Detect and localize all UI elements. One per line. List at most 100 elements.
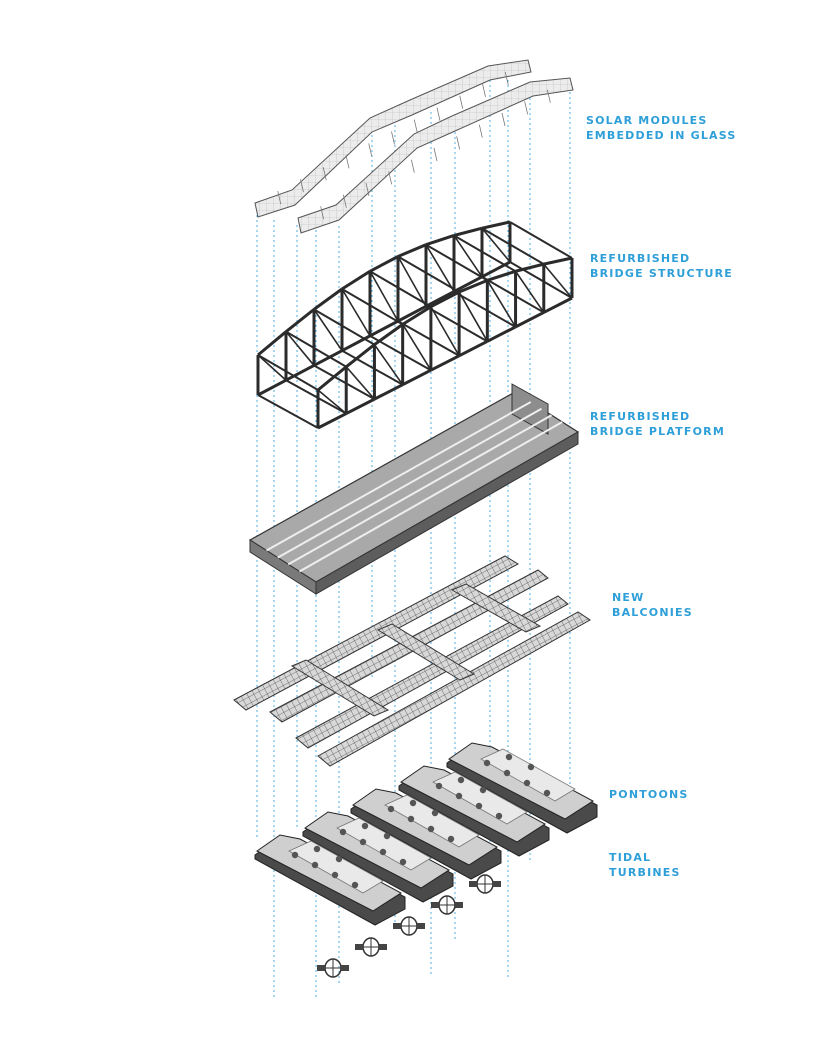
solar-divider (459, 95, 464, 109)
pontoon-bollard (387, 805, 395, 813)
solar-divider (368, 143, 373, 157)
truss-diagonal (285, 331, 315, 366)
pontoon-bollard (359, 838, 367, 846)
truss-chord (430, 290, 460, 309)
truss-crossbeam (425, 305, 488, 343)
solar-panel-dividers (277, 71, 551, 220)
truss-diagonal (369, 270, 399, 322)
truss-crossbeam (453, 290, 517, 328)
truss-chord (397, 243, 427, 258)
solar-strip-front (297, 77, 574, 234)
solar-divider (546, 89, 551, 103)
platform-rail (266, 401, 532, 552)
solar-divider (322, 167, 327, 181)
pontoon-bollard (331, 871, 339, 879)
pontoon-hatch (432, 771, 528, 825)
truss-chord (341, 270, 371, 291)
truss-diagonal (486, 279, 517, 328)
balconies-layer (233, 555, 591, 767)
pontoon-hatch (384, 794, 480, 848)
truss-crossbeam (397, 255, 460, 293)
solar-divider (433, 147, 438, 162)
pontoon-hatch (480, 748, 576, 802)
pontoon-bollard (379, 848, 387, 856)
truss-diagonal (430, 306, 460, 357)
truss-diagonal (543, 263, 573, 299)
pontoon-hatch (336, 817, 432, 871)
pontoon-bollard (431, 809, 439, 817)
solar-divider (410, 159, 415, 173)
pontoon-bollard (339, 828, 347, 836)
turbine-hub (431, 902, 439, 908)
tidal-turbine (393, 916, 425, 936)
truss-chord (543, 256, 573, 266)
solar-divider (456, 136, 461, 150)
solar-divider (277, 190, 282, 205)
truss-diagonal (345, 366, 376, 400)
pontoon-bollard (409, 799, 417, 807)
bridge-structure-layer (256, 220, 574, 430)
truss-chord (425, 290, 455, 308)
turbine-hub (317, 965, 325, 971)
solar-divider (391, 131, 395, 145)
turbine-hub (379, 944, 387, 950)
truss-diagonal (458, 291, 489, 342)
turbine-hub (341, 965, 349, 971)
pontoon-bollard (291, 851, 299, 859)
pontoon-bollard (361, 822, 369, 830)
balcony-strip-d (317, 611, 591, 767)
truss-chord (313, 349, 343, 367)
pontoon-bollard (435, 782, 443, 790)
pontoon (254, 834, 406, 926)
truss-chord (514, 311, 545, 329)
truss-crossbeam (341, 349, 404, 386)
balcony-crossbar-2 (290, 659, 390, 717)
platform-rail (287, 414, 553, 566)
truss-crossbeam (369, 270, 432, 308)
pontoon-bollard (543, 789, 551, 797)
solar-divider (320, 206, 325, 220)
pontoon-bollard (503, 769, 511, 777)
truss-diagonal (425, 244, 455, 292)
truss-chord (369, 255, 399, 273)
truss-diagonal (341, 288, 371, 337)
truss-diagonal (373, 344, 404, 386)
truss-chord (345, 343, 376, 368)
truss-crossbeam (341, 288, 404, 326)
solar-modules-layer (254, 59, 574, 234)
platform-end (249, 539, 317, 595)
solar-divider (482, 83, 486, 97)
truss-chord (285, 364, 315, 382)
pontoon-bollard (483, 759, 491, 767)
solar-divider (478, 124, 483, 138)
turbine-hub (493, 881, 501, 887)
label-pontoons: PONTOONS (609, 788, 689, 801)
pontoon-bollard (427, 825, 435, 833)
turbine-hub (469, 881, 477, 887)
truss-crossbeam (509, 261, 573, 299)
truss-crossbeam (425, 243, 488, 282)
tidal-turbine (431, 895, 463, 915)
solar-divider (504, 71, 509, 86)
pontoon-bollard (407, 815, 415, 823)
truss-chord (397, 305, 427, 323)
truss-crossbeam (481, 275, 545, 314)
truss-chord (257, 330, 287, 357)
truss-chord (486, 325, 517, 343)
truss-chord (369, 319, 399, 338)
tidal-turbines-layer (317, 874, 501, 978)
pontoon-bollard (313, 845, 321, 853)
truss-crossbeam (369, 335, 432, 372)
pontoon-bollard (335, 855, 343, 863)
pontoon-bollard (383, 832, 391, 840)
truss-chord (401, 305, 432, 326)
truss-crossbeam (481, 227, 545, 265)
pontoon-bollard (475, 802, 483, 810)
pontoon-hatch (288, 840, 384, 894)
truss-chord (317, 412, 347, 430)
